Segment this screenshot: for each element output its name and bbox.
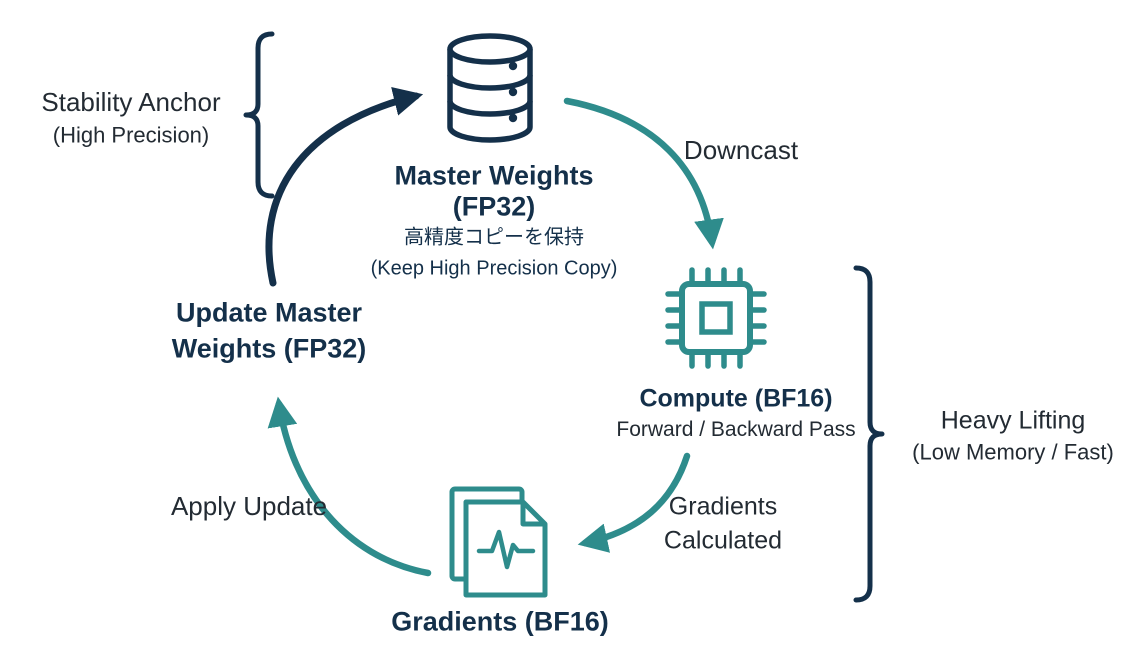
stability-anchor-label-line2: (High Precision)	[52, 122, 210, 148]
compute-title: Compute (BF16)	[639, 384, 833, 413]
master-weights-note-en: (Keep High Precision Copy)	[370, 257, 618, 280]
apply-update-arrow	[267, 396, 432, 577]
compute-subtitle: Forward / Backward Pass	[616, 417, 856, 441]
gradients-calculated-arrow	[577, 452, 691, 553]
stability-anchor-label-line1: Stability Anchor	[41, 87, 221, 118]
document-waveform-icon	[449, 486, 548, 598]
master-weights-title: Master Weights	[394, 160, 594, 191]
stability-anchor-brace	[243, 31, 275, 199]
chip-icon	[665, 267, 767, 369]
gradients-calculated-label-line2: Calculated	[663, 526, 783, 555]
downcast-arrow	[563, 97, 724, 250]
apply-update-label: Apply Update	[170, 491, 328, 522]
master-weights-subtitle: (FP32)	[452, 191, 536, 222]
master-weights-note-ja: 高精度コピーを保持	[404, 226, 584, 249]
heavy-lifting-brace	[853, 265, 885, 603]
heavy-lifting-label-line1: Heavy Lifting	[940, 406, 1086, 435]
gradients-calculated-label-line1: Gradients	[668, 492, 778, 521]
update-master-title-line2: Weights (FP32)	[171, 333, 367, 364]
gradients-title: Gradients (BF16)	[391, 606, 609, 637]
downcast-label: Downcast	[683, 135, 799, 166]
heavy-lifting-label-line2: (Low Memory / Fast)	[912, 439, 1114, 465]
database-icon	[447, 33, 533, 143]
update-arrow	[265, 86, 424, 287]
update-master-title-line1: Update Master	[175, 297, 363, 328]
